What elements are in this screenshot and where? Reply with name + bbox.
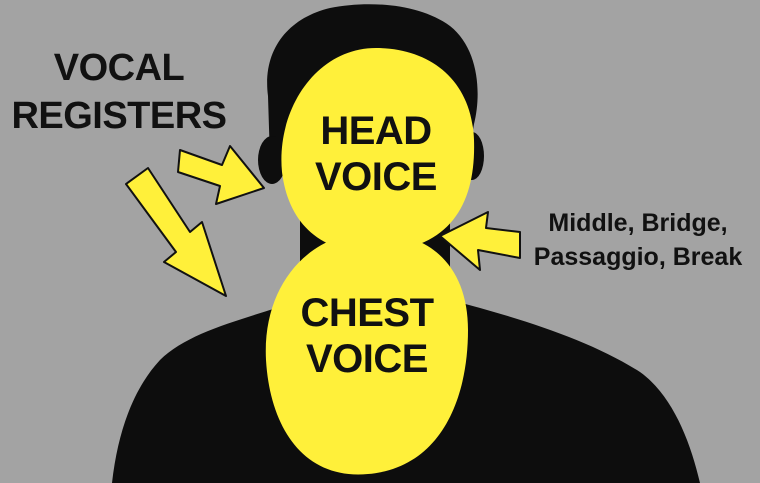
chest-voice-label: CHEST VOICE <box>272 290 462 382</box>
chest-voice-line-1: CHEST <box>272 290 462 336</box>
head-voice-line-1: HEAD <box>286 108 466 154</box>
head-voice-label: HEAD VOICE <box>286 108 466 200</box>
arrow-icon <box>126 168 226 296</box>
bridge-line-2: Passaggio, Break <box>520 240 756 274</box>
title-label: VOCAL REGISTERS <box>4 44 234 140</box>
head-voice-line-2: VOICE <box>286 154 466 200</box>
arrow-icon <box>178 146 264 204</box>
bridge-label: Middle, Bridge, Passaggio, Break <box>520 206 756 274</box>
title-line-1: VOCAL <box>4 44 234 92</box>
title-line-2: REGISTERS <box>4 92 234 140</box>
chest-voice-line-2: VOICE <box>272 336 462 382</box>
bridge-line-1: Middle, Bridge, <box>520 206 756 240</box>
